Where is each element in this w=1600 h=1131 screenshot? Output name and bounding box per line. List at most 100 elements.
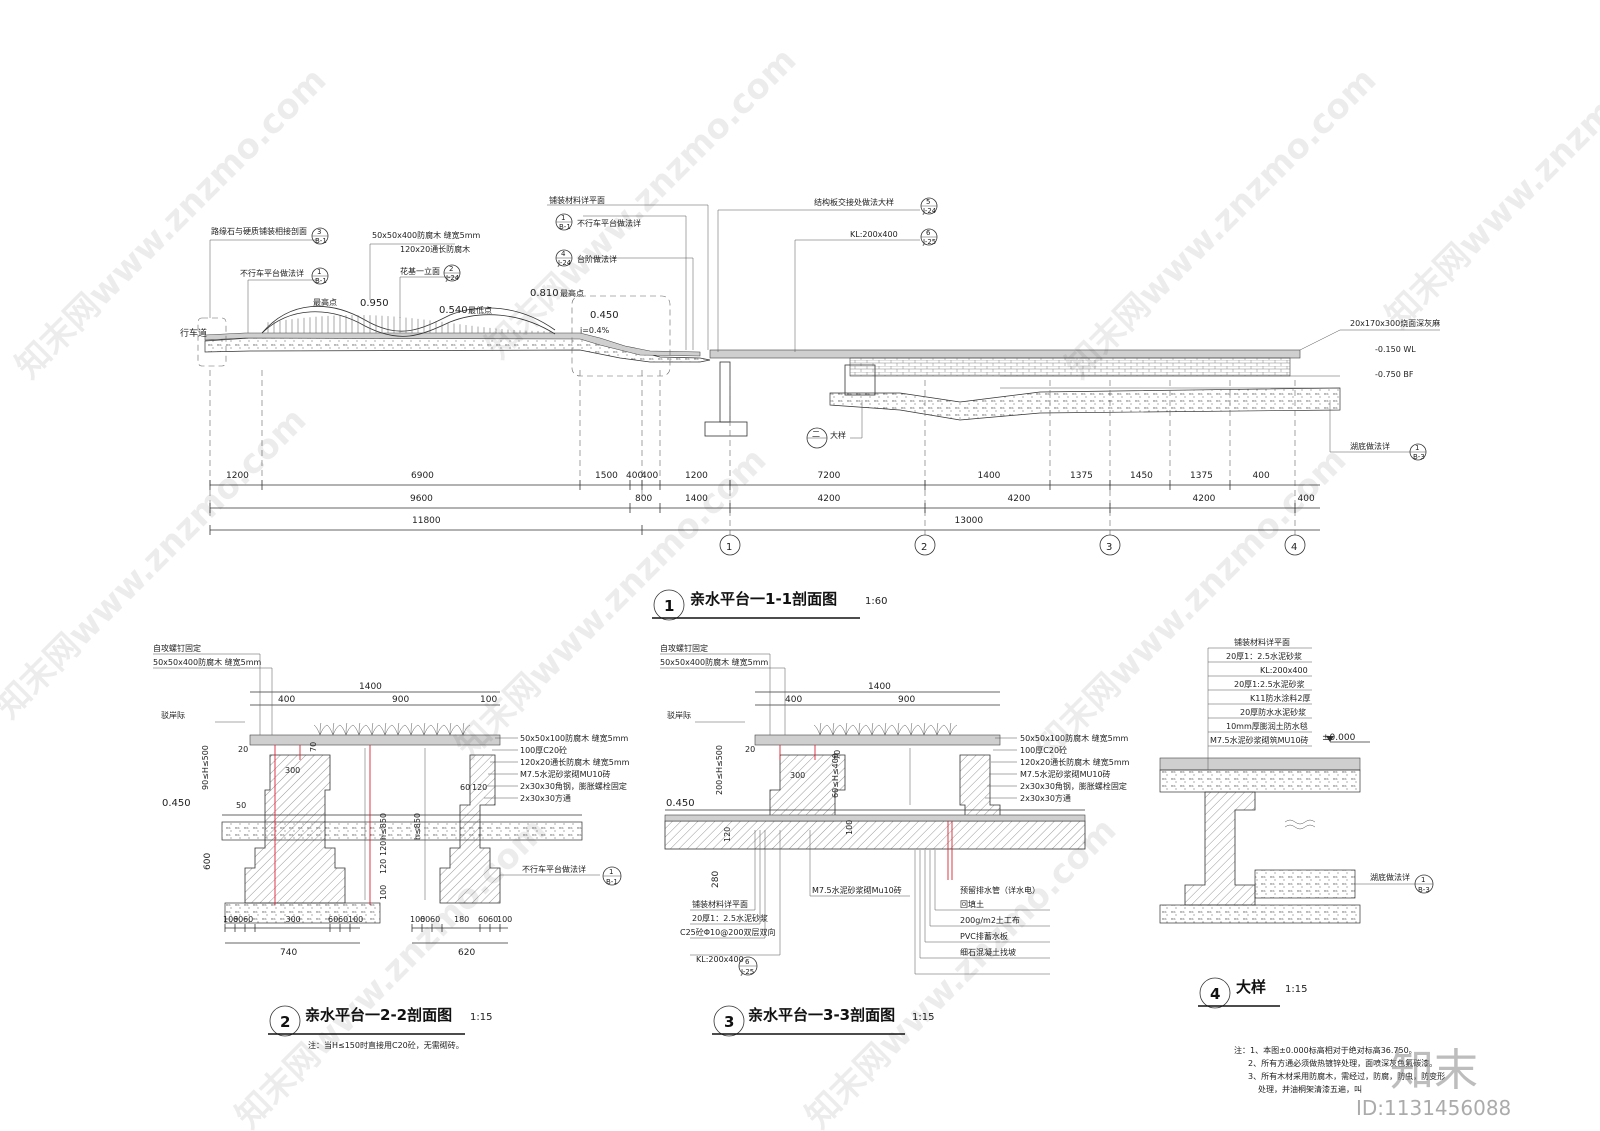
dim-1-row2: 4200 [1193, 494, 1216, 504]
leader-lines [209, 204, 1440, 453]
dim-2-bottom: 60 [233, 915, 243, 924]
detail-lake-bottom [1254, 869, 1356, 899]
ref-symbol [311, 267, 329, 285]
ref-41-num: 4 [561, 250, 566, 258]
dim2-total-r: 620 [458, 948, 475, 958]
dim3-a: 400 [785, 695, 802, 705]
label-wood-3: 50x50x400防腐木 缝宽5mm [660, 657, 769, 667]
label-screw-2: 自攻螺钉固定 [153, 643, 201, 653]
dim2-b: 900 [392, 695, 409, 705]
label-b6-3: 预留排水管（详水电） [960, 885, 1040, 895]
ref-3-sheet: J-25 [740, 968, 754, 976]
ref-21-num: 2 [449, 265, 453, 273]
axis-bubble [1284, 534, 1306, 556]
layer-2: KL:200x400 [1260, 666, 1308, 675]
dim-1-row1: 1375 [1190, 471, 1213, 481]
dim-2-bottom: 300 [286, 915, 301, 924]
title-3-index: 3 [724, 1013, 734, 1031]
callout-road-box [197, 317, 227, 367]
deck-slab [709, 349, 1301, 359]
label-kl: KL:200x400 [850, 230, 898, 239]
ref-symbol [920, 197, 938, 215]
ref-41-sheet: J-24 [557, 259, 572, 267]
detail-lake-bottom-label: 湖底做法详 [1370, 872, 1410, 882]
label-r4-2: M7.5水泥砂浆砌MU10砖 [520, 769, 611, 779]
planter-wave-top [261, 305, 556, 334]
label-road: 行车道 [180, 327, 207, 339]
brick-wall-3r [959, 754, 1001, 822]
dim-1-row2: 400 [1298, 494, 1315, 504]
watermark-text: 知末网www.znzmo.com [0, 400, 314, 726]
label-b3-3: C25砼Φ10@200双层双向 [680, 927, 776, 937]
dim-1-row1: 400 [626, 471, 643, 481]
vdim-2-i: 50 [236, 801, 246, 810]
label-b4-3: KL:200x400 [696, 955, 744, 964]
slab-3 [664, 820, 1086, 850]
label-r2-3: 100厚C20砼 [1020, 745, 1067, 755]
callout-step-box [571, 295, 671, 377]
layer-6: 10mm厚膨润土防水毯 [1226, 721, 1308, 731]
dim-1-row1: 7200 [818, 471, 841, 481]
vdim-2-b: 120 [379, 859, 388, 874]
ref-2-sheet: B-1 [606, 878, 618, 886]
ref-61-num: 6 [926, 229, 931, 237]
label-dry-wall-2: 驳岸际 [161, 711, 185, 720]
elev-950: 0.950 [360, 298, 389, 309]
axis-bubble [1099, 534, 1121, 556]
deck-2 [249, 734, 501, 746]
vdim-3-b: 20 [745, 745, 755, 754]
dim-2-bottom: 60 [478, 915, 488, 924]
title-1-underline [652, 589, 860, 621]
detail-surface [1159, 757, 1361, 771]
vdim-2-c: 120 [379, 841, 388, 856]
dim3-total: 1400 [868, 682, 891, 692]
label-dry-wall-3: 驳岸际 [667, 711, 691, 720]
title-4-text: 大样 [1236, 978, 1266, 996]
ref-4-num: 1 [1421, 876, 1425, 884]
label-h2-3: 60≤H≤400 [831, 753, 840, 798]
dim-1-row1: 1450 [1130, 471, 1153, 481]
dim-1-row1: 1375 [1070, 471, 1093, 481]
label-r6-2: 2x30x30方通 [520, 793, 571, 803]
elev-450: 0.450 [590, 310, 619, 321]
dim-2-bottom: 100 [497, 915, 512, 924]
title-2-text: 亲水平台一2-2剖面图 [305, 1006, 452, 1024]
title-4-underline [1198, 977, 1280, 1009]
label-r5-3: 2x30x30角钢，膨胀螺栓固定 [1020, 781, 1127, 791]
vdim-2-g: 60 [460, 783, 470, 792]
ref-61-sheet: J-25 [922, 238, 936, 246]
brick-wall-3l [769, 754, 846, 822]
ref-symbol [443, 264, 461, 282]
title-4-scale: 1:15 [1285, 984, 1307, 995]
ref-51-num: 5 [926, 198, 930, 206]
label-r1-2: 50x50x100防腐木 缝宽5mm [520, 733, 629, 743]
wall-block [844, 364, 876, 396]
axis-label: 3 [1106, 542, 1112, 553]
note-line-4: 处理，并油桐架清漆五遍，叫 [1258, 1084, 1362, 1094]
dim-1-row2: 4200 [818, 494, 841, 504]
title-1-scale: 1:60 [865, 596, 887, 607]
axis-bubble [914, 534, 936, 556]
ref-symbol [1414, 874, 1434, 894]
layer-7: M7.5水泥砂浆砌筑MU10砖 [1210, 735, 1309, 745]
note-line-3: 3、所有木材采用防腐木，需经过，防腐，防虫，防变形 [1248, 1071, 1445, 1081]
dim-2-bottom: 100 [223, 915, 238, 924]
ref-symbol [555, 249, 573, 267]
ref-21-sheet: J-24 [445, 274, 460, 282]
label-b5-3: M7.5水泥砂浆砌Mu10砖 [812, 885, 902, 895]
label-wood-120: 120x20通长防腐木 [400, 244, 470, 254]
detail-slab [1159, 769, 1361, 793]
dim2-total-l: 740 [280, 948, 297, 958]
layer-1: 20厚1：2.5水泥砂浆 [1226, 651, 1302, 661]
planting-2 [313, 722, 471, 736]
label-b9-3: PVC排蓄水板 [960, 931, 1008, 941]
layer-0: 铺装材料详平面 [1234, 637, 1290, 647]
ref-symbol [1409, 443, 1427, 461]
layer-5: 20厚防水水泥砂浆 [1240, 707, 1306, 717]
label-burnt-face: 20x170x300烧面深灰麻 [1350, 318, 1440, 328]
vdim-3-280: 280 [711, 871, 721, 888]
dim-1-row2: 9600 [410, 494, 433, 504]
label-low-note: 最低点 [468, 305, 492, 315]
